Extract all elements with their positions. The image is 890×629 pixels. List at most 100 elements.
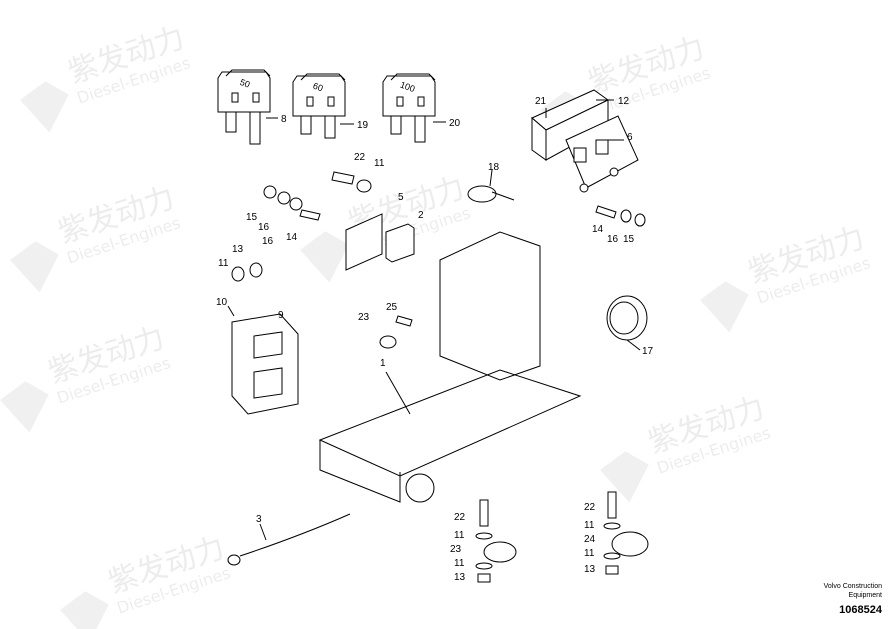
cable-tie [467, 185, 515, 203]
watermark-lower-right: 紫发动力 Diesel-Engines [600, 390, 773, 503]
nut [477, 573, 491, 583]
callout-11-left: 11 [218, 258, 229, 269]
control-unit [231, 313, 299, 415]
washer [475, 532, 493, 540]
bolt-stack-right [595, 205, 646, 227]
fuse-blade-right [414, 116, 426, 143]
leader-1 [385, 371, 411, 415]
fuse-window [306, 96, 314, 107]
callout-9: 9 [278, 310, 284, 321]
fuse-blade-right [324, 116, 336, 139]
drawing-number: 1068524 [839, 604, 883, 616]
washer [475, 562, 493, 570]
bolt [479, 499, 489, 527]
clampA-13: 13 [454, 572, 466, 583]
machine-frame [318, 231, 582, 503]
cable-tie-pin [491, 191, 515, 201]
fuse-top [300, 73, 346, 81]
watermark-bottom-center: 紫发动力 Diesel-Engines [60, 530, 233, 629]
clampA-23: 23 [450, 544, 462, 555]
callout-16-right: 16 [607, 234, 619, 245]
nut [249, 262, 263, 278]
fuse-box [531, 89, 639, 193]
callout-15-right: 15 [623, 234, 635, 245]
clip-23-25 [379, 315, 413, 349]
fuse-box-bolt [579, 183, 589, 193]
fuse-box-bolt [609, 167, 619, 177]
watermark-top-left: 紫发动力 Diesel-Engines [20, 20, 193, 133]
watermark-mid-right: 紫发动力 Diesel-Engines [700, 220, 873, 333]
cable-lug [227, 554, 241, 566]
callout-5: 5 [398, 192, 404, 203]
washer [603, 522, 621, 530]
callout-fuse-19: 19 [357, 120, 369, 131]
fuse-box-slot [573, 147, 587, 163]
callout-21: 21 [535, 96, 547, 107]
callout-22-top: 22 [354, 152, 366, 163]
callout-13-left: 13 [232, 244, 244, 255]
fuse-blade-left [225, 112, 237, 133]
callout-14-right: 14 [592, 224, 604, 235]
clampB-13: 13 [584, 564, 596, 575]
ecu-connector-top [253, 331, 283, 359]
cable [239, 513, 351, 557]
watermark-mid-left: 紫发动力 Diesel-Engines [10, 180, 183, 293]
fuse-blade-right [249, 112, 261, 145]
fuse-blade-left [390, 116, 402, 135]
clampB-22: 22 [584, 502, 596, 513]
clip [379, 335, 397, 349]
fuse-top [225, 69, 271, 77]
callout-17: 17 [642, 346, 654, 357]
clamp-detail-b: 22 11 24 11 13 [584, 491, 649, 575]
nut [634, 213, 646, 227]
watermark-mid-center: 紫发动力 Diesel-Engines [300, 170, 473, 283]
watermark-logo-icon [10, 241, 59, 293]
clamp [611, 531, 649, 557]
bolt-stack-left [263, 185, 321, 221]
callout-14-left: 14 [286, 232, 298, 243]
fuse-8: 50 [217, 69, 271, 145]
fuse-window [396, 96, 404, 107]
ecu-housing [231, 313, 299, 415]
bolt [395, 315, 413, 327]
frame-lower [318, 369, 582, 477]
callout-16-left-b: 16 [262, 236, 274, 247]
clampB-11a: 11 [584, 520, 595, 531]
callout-10: 10 [216, 297, 228, 308]
fuse-box-slot [595, 139, 609, 155]
callout-1: 1 [380, 358, 386, 369]
callout-11-top: 11 [374, 158, 385, 169]
washer [356, 179, 372, 193]
fuse-rating: 60 [312, 81, 325, 94]
watermark-lower-left: 紫发动力 Diesel-Engines [0, 320, 173, 433]
ecu-connector-bottom [253, 367, 283, 399]
relay-bracket [345, 213, 415, 271]
clampB-24: 24 [584, 534, 596, 545]
credit-line-2: Equipment [849, 592, 883, 599]
leader-18 [489, 169, 493, 187]
fuse-rating: 50 [239, 77, 252, 90]
washer [603, 552, 621, 560]
grommet-inner [609, 301, 639, 335]
ground-cable [227, 513, 351, 566]
clampA-11a: 11 [454, 530, 465, 541]
washer [289, 197, 303, 211]
clamp-b-hardware [603, 491, 649, 575]
washer [620, 209, 632, 223]
nut [605, 565, 619, 575]
fuse-window [417, 96, 425, 107]
callout-25: 25 [386, 302, 398, 313]
fuse-rating: 100 [399, 80, 417, 95]
clampA-11b: 11 [454, 558, 465, 569]
washer [231, 266, 245, 282]
bolt [331, 171, 355, 185]
watermark-logo-icon [0, 381, 49, 433]
callout-fuse-8: 8 [281, 114, 287, 125]
watermark-logo-icon [20, 81, 69, 133]
watermark-layer: 紫发动力 Diesel-Engines 紫发动力 Diesel-Engines … [0, 20, 873, 629]
nut-washer-left [231, 262, 263, 282]
clampB-11b: 11 [584, 548, 595, 559]
fuse-window [327, 96, 335, 107]
frame-front [319, 440, 401, 503]
watermark-logo-icon [700, 281, 749, 333]
